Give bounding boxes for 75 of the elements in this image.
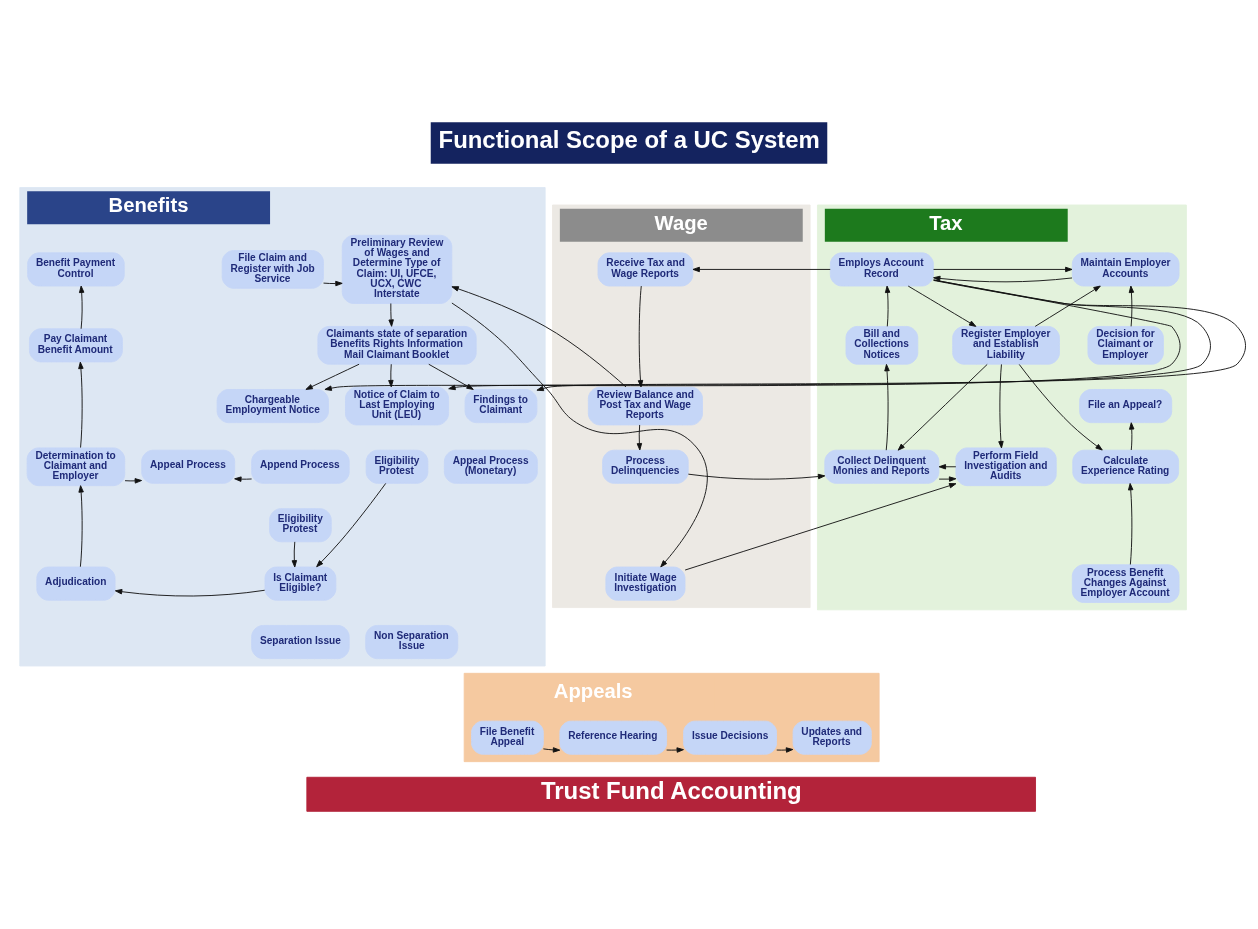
arrow <box>1018 363 1103 450</box>
node-box: Eligibility Protest <box>365 449 429 484</box>
node-box: Register Employer and Establish Liability <box>952 325 1060 365</box>
arrow <box>1034 285 1101 327</box>
arrow <box>542 746 561 753</box>
arrow <box>78 361 84 448</box>
node-box: Benefit Payment Control <box>27 251 125 286</box>
arrow <box>776 746 794 753</box>
arrow <box>637 285 644 387</box>
arrow <box>938 463 957 469</box>
node-box: Separation Issue <box>251 624 350 659</box>
node-box: Determination to Claimant and Employer <box>26 446 126 486</box>
node-box: Findings to Claimant <box>464 388 538 423</box>
arrow <box>938 475 957 482</box>
arrow <box>291 540 298 567</box>
arrow <box>998 363 1004 448</box>
node-box: Is Claimant Eligible? <box>264 566 337 601</box>
arrow <box>451 302 708 567</box>
arrow <box>114 588 266 596</box>
node-box: Process Delinquencies <box>602 449 689 484</box>
node-box: Collect Delinquent Monies and Reports <box>824 449 940 484</box>
arrow <box>933 275 1073 282</box>
node-box: Notice of Claim to Last Employing Unit (LEU) <box>345 386 449 425</box>
node-box: Chargeable Employment Notice <box>216 388 329 423</box>
node-box: Process Benefit Changes Against Employer Account <box>1071 563 1180 603</box>
node-box: Perform Field Investigation and Audits <box>955 446 1057 486</box>
arrow <box>884 285 891 327</box>
arrow <box>1128 285 1135 327</box>
node-box: Eligibility Protest <box>269 507 332 542</box>
arrow <box>897 363 988 451</box>
arrow <box>692 266 831 272</box>
arrow <box>687 473 826 480</box>
node-box: Append Process <box>251 449 350 484</box>
arrow <box>636 424 643 450</box>
arrow <box>451 285 627 387</box>
node-box: File Claim and Register with Job Service <box>221 249 324 289</box>
node-box: Adjudication <box>36 566 116 601</box>
arrow <box>388 302 394 327</box>
arrow <box>78 484 84 567</box>
node-box: Decision for Claimant or Employer <box>1087 325 1164 365</box>
node-box: Receive Tax and Wage Reports <box>597 251 694 286</box>
arrow <box>78 285 85 329</box>
node-box: Issue Decisions <box>683 720 777 755</box>
node-box: Maintain Employer Accounts <box>1071 251 1180 286</box>
arrow <box>666 746 684 753</box>
node-box: Reference Hearing <box>559 720 668 755</box>
node-box: Appeal Process (Monetary) <box>443 449 538 484</box>
arrow <box>124 477 143 484</box>
arrow <box>388 363 394 387</box>
node-box: Trust Fund Accounting <box>306 776 1036 812</box>
node-box: Calculate Experience Rating <box>1072 449 1180 484</box>
node-box: Pay Claimant Benefit Amount <box>29 327 123 362</box>
arrow <box>536 279 1246 391</box>
node-box: Appeal Process <box>141 449 236 484</box>
node-box: File an Appeal? <box>1079 388 1173 423</box>
node-box: Claimants state of separation Benefits Rights Information Mail Claimant Booklet <box>317 325 477 365</box>
arrow <box>234 475 253 482</box>
node-box: File Benefit Appeal <box>471 720 544 755</box>
node-box: Review Balance and Post Tax and Wage Reports <box>587 386 703 425</box>
node-box: Updates and Reports <box>792 720 872 755</box>
arrow <box>305 363 360 390</box>
arrow <box>323 280 343 286</box>
arrow <box>884 363 890 451</box>
arrow <box>907 285 977 327</box>
arrow <box>1128 482 1134 565</box>
arrow <box>684 482 957 570</box>
diagram-title: Functional Scope of a UC System <box>438 125 820 153</box>
node-box: Preliminary Review of Wages and Determine Type of Claim: UI, UFCE, UCX, CWC Interstate <box>341 234 453 304</box>
arrow <box>1129 421 1135 450</box>
node-box: Initiate Wage Investigation <box>605 566 686 601</box>
node-box: Non Separation Issue <box>365 624 459 659</box>
node-box: Bill and Collections Notices <box>845 325 919 365</box>
node-box: Employs Account Record <box>829 251 934 286</box>
arrow <box>316 482 387 567</box>
arrow <box>933 266 1073 272</box>
